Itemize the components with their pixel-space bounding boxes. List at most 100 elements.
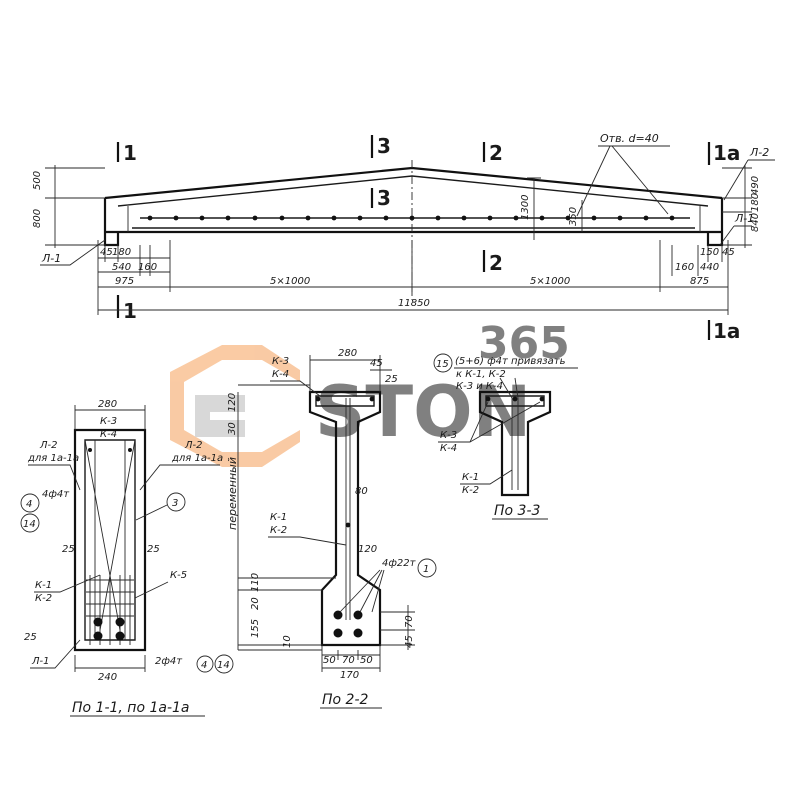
beam-left-end	[103, 198, 120, 247]
s11-l2-left: Л-2	[39, 440, 58, 451]
s11-cage	[84, 439, 136, 641]
s33-k3: К-3	[440, 430, 457, 441]
s22-dim-20: 20	[250, 597, 261, 610]
s22-dim-70: 70	[342, 655, 355, 666]
s11-caption: По 1-1, по 1а-1а	[72, 700, 190, 716]
mark-2-top: 2	[489, 141, 503, 165]
s11-circle-4-b-text: 4	[201, 660, 207, 671]
s11-circle-4-a	[20, 493, 40, 513]
s11-circle-14-b	[214, 654, 234, 674]
holes-row	[147, 215, 675, 221]
holes-note: Отв. d=40	[600, 132, 659, 145]
s22-dim-80: 80	[355, 486, 368, 497]
s22-k2: К-2	[270, 525, 287, 536]
s22-dim-50b: 50	[360, 655, 373, 666]
s22-dim-10: 10	[282, 635, 293, 648]
s22-dim-45: 45	[370, 358, 383, 369]
beam-top-chord	[104, 166, 723, 200]
s22-caption: По 2-2	[322, 692, 369, 708]
s22-top-dims	[309, 355, 392, 392]
s33-caption: По 3-3	[494, 503, 540, 519]
s22-circle-1-text: 1	[423, 564, 429, 575]
s22-flange-cage	[315, 395, 375, 407]
s22-k3: К-3	[272, 356, 289, 367]
dim-490: 490	[750, 176, 761, 195]
s11-dim-280: 280	[98, 399, 117, 410]
mark-2-bot: 2	[489, 251, 503, 275]
watermark-brand: STON	[315, 371, 531, 453]
s11-circle-14-a	[20, 513, 40, 533]
s11-diagonals	[84, 439, 136, 640]
s11-circle-4-b	[196, 655, 214, 673]
s11-l1-leader	[30, 639, 81, 669]
dim-540-left: 540	[112, 262, 131, 273]
s11-k3: К-3	[100, 416, 117, 427]
s11-4f4t: 4ф4т	[42, 489, 70, 500]
s11-mesh-k5	[86, 575, 134, 645]
s11-25-bottom: 25	[24, 632, 37, 643]
s22-4f22t-leaders	[339, 569, 385, 613]
mark-1-top: 1	[123, 141, 137, 165]
s22-bottom-dims	[321, 645, 381, 672]
s33-outline	[478, 390, 552, 497]
s11-k5-leader	[134, 581, 169, 599]
s11-2f4t: 2ф4т	[155, 656, 183, 667]
watermark-number: 365	[478, 318, 570, 369]
watermark-shape-gray	[195, 395, 245, 437]
s11-dim-240: 240	[98, 672, 117, 683]
s11-k5: К-5	[170, 570, 187, 581]
s11-k4: К-4	[100, 429, 117, 440]
s22-dim-45-right: 45	[404, 635, 415, 648]
s33-k3-leader	[438, 401, 541, 443]
s11-dim-lines	[74, 405, 146, 672]
dim-500: 500	[32, 171, 43, 190]
s11-25-right: 25	[147, 544, 160, 555]
dim-975: 975	[115, 276, 134, 287]
s11-l2-left-leader	[28, 464, 81, 491]
s11-circle-3	[166, 492, 186, 512]
s33-note-sub2: К-3 и К-4	[456, 381, 503, 392]
s11-circle-14-b-text: 14	[217, 660, 230, 671]
section-marks: 1 3 2 1a 3 2 1 1a	[116, 134, 740, 343]
beam-inner-web	[132, 217, 695, 229]
s11-k2: К-2	[35, 593, 52, 604]
s22-dim-120-web: 120	[358, 544, 377, 555]
mark-3-mid: 3	[377, 186, 391, 210]
s33-note: (5+6) ф4т привязать	[455, 356, 566, 367]
s33-k2: К-2	[462, 485, 479, 496]
dim-180: 180	[750, 193, 761, 212]
section-3-3: 15 (5+6) ф4т привязать к К-1, К-2 К-3 и …	[433, 353, 578, 520]
left-dim-lines	[45, 165, 105, 248]
s33-note-leaders	[499, 377, 519, 399]
s11-circle-4-a-text: 4	[26, 499, 32, 510]
callout-l1-left: Л-1	[41, 252, 61, 265]
s22-right-dims	[380, 605, 415, 650]
s22-dim-170: 170	[340, 670, 359, 681]
dim-800: 800	[32, 209, 43, 228]
span-right: 5×1000	[530, 276, 570, 287]
dim-150-right: 150	[700, 247, 719, 258]
mark-3-top: 3	[377, 134, 391, 158]
s11-l2-right: Л-2	[184, 440, 203, 451]
s33-k4: К-4	[440, 443, 457, 454]
bottom-ext-lines	[97, 240, 729, 315]
s22-dim-25: 25	[385, 374, 398, 385]
s22-k3-leader	[270, 380, 321, 397]
s22-dim-110: 110	[250, 573, 261, 592]
s22-k1-leader	[268, 536, 347, 546]
s11-k1-leader	[34, 574, 101, 593]
s22-dim-120: 120	[227, 393, 238, 412]
callout-l1-left-leader	[40, 239, 106, 266]
s22-side-note: переменный	[226, 457, 239, 530]
dim-840: 840	[750, 213, 761, 232]
dim-180-left: 180	[112, 247, 131, 258]
beam-inner-top	[117, 175, 709, 207]
dim-875: 875	[690, 276, 709, 287]
s11-l2-right-leader	[139, 464, 220, 491]
s11-l1: Л-1	[31, 656, 50, 667]
mark-1a-bot: 1a	[713, 319, 740, 343]
section-2-2: 280 45 25 К-3 К-4 120 30 переменный 80 К…	[226, 348, 437, 709]
s22-dim-30: 30	[227, 422, 238, 435]
bottom-dim-lines	[98, 257, 728, 311]
right-dim-lines	[722, 165, 752, 248]
